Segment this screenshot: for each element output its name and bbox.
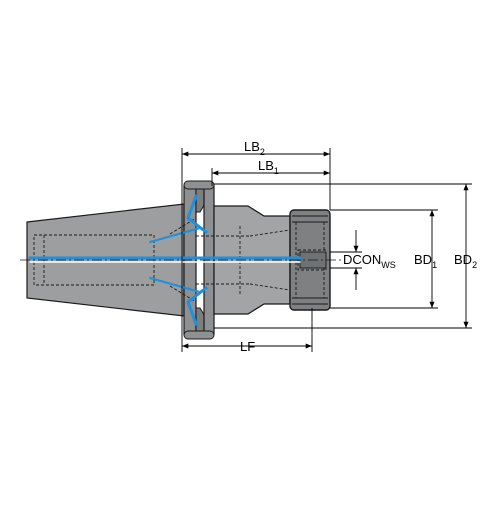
flange-top-rim bbox=[183, 180, 215, 190]
dim-label-bd1: BD1 bbox=[414, 252, 437, 270]
dimension-lines bbox=[181, 148, 472, 352]
dim-label-lf: LF bbox=[240, 339, 255, 354]
flange-bottom-rim bbox=[183, 330, 215, 340]
dim-label-lb1: LB1 bbox=[258, 158, 279, 176]
holder-body bbox=[26, 180, 331, 340]
dim-label-bd2: BD2 bbox=[454, 252, 477, 270]
dim-label-dcon-ws: DCONWS bbox=[343, 252, 396, 270]
coolant-channels bbox=[28, 194, 302, 326]
dim-label-lb2: LB2 bbox=[244, 139, 265, 157]
